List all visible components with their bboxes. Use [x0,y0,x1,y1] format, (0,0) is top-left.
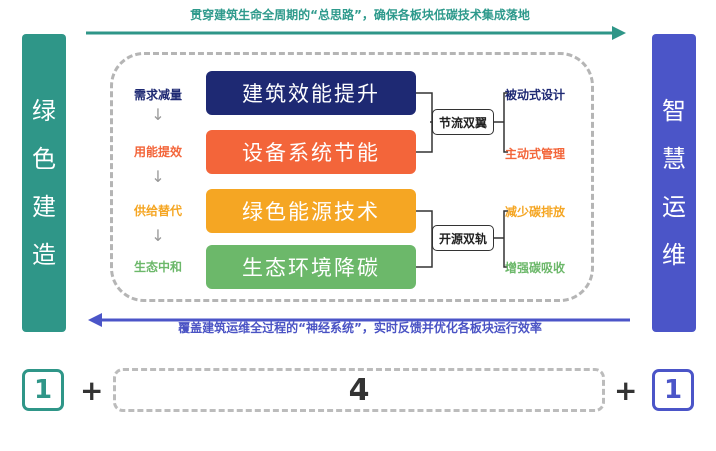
stage-label: 生态中和 [133,260,182,274]
down-arrow-icon: ↓ [151,226,165,245]
formula-right-box: 1 [652,369,694,411]
left-bar-char: 造 [32,241,56,269]
green-construction-bar: 绿 色 建 造 [22,34,66,332]
left-bar-char: 色 [32,145,56,173]
stage-label: 供给替代 [133,204,182,218]
right-bar-char: 智 [662,97,686,125]
left-bar-char: 绿 [32,97,56,125]
bracket-right-lower [494,210,508,268]
right-bar-char: 维 [662,241,686,269]
right-label: 主动式管理 [505,147,566,161]
formula-left-box: 1 [22,369,64,411]
core-modules-frame [110,52,594,302]
center-box-throttle: 节流双翼 [432,109,494,135]
module-bar: 设备系统节能 [206,130,416,174]
right-bar-char: 运 [662,193,686,221]
smart-operation-bar: 智 慧 运 维 [652,34,696,332]
right-label: 增强碳吸收 [505,261,566,275]
formula-middle-box: 4 [113,368,605,412]
plus-sign-left: + [80,374,104,407]
bracket-right-upper [494,92,508,153]
right-label: 减少碳排放 [505,205,566,219]
center-box-opensource: 开源双轨 [432,225,494,251]
down-arrow-icon: ↓ [151,105,165,124]
stage-label: 用能提效 [133,145,182,159]
module-bar: 绿色能源技术 [206,189,416,233]
right-label: 被动式设计 [505,88,566,102]
bottom-arrow-head [88,313,102,327]
right-bar-char: 慧 [662,145,686,173]
top-arrow-head [612,26,626,40]
module-bar: 建筑效能提升 [206,71,416,115]
left-bar-char: 建 [32,193,56,221]
down-arrow-icon: ↓ [151,167,165,186]
module-bar: 生态环境降碳 [206,245,416,289]
bottom-caption: 覆盖建筑运维全过程的“神经系统”，实时反馈并优化各板块运行效率 [178,321,542,335]
stage-label: 需求减量 [133,88,182,102]
plus-sign-right: + [614,374,638,407]
top-caption: 贯穿建筑生命全周期的“总思路”，确保各板块低碳技术集成落地 [190,8,530,22]
